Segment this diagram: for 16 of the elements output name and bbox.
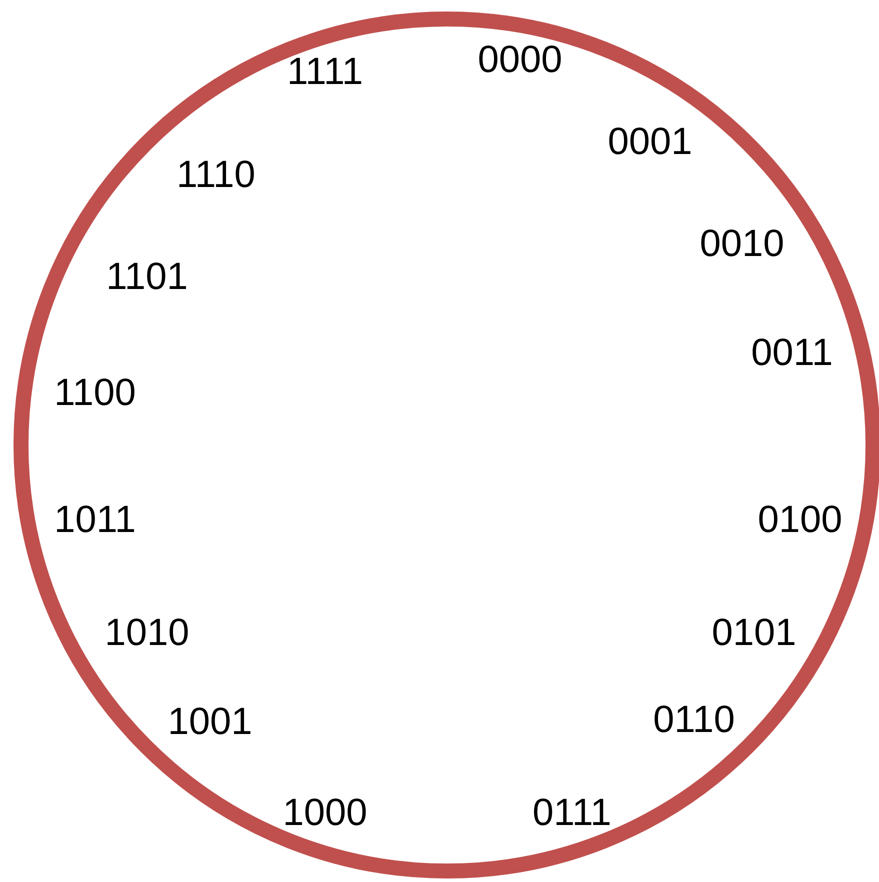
binary-code-label: 0111 — [532, 794, 612, 832]
binary-code-label: 1101 — [106, 258, 188, 296]
binary-code-label: 1010 — [104, 614, 190, 652]
binary-code-label: 1011 — [54, 501, 136, 539]
binary-code-label: 1001 — [168, 703, 252, 741]
binary-code-label: 1000 — [282, 794, 368, 832]
binary-code-label: 1111 — [286, 53, 364, 91]
binary-code-label: 0101 — [712, 614, 796, 652]
binary-code-label: 0100 — [758, 501, 842, 539]
binary-code-label: 1110 — [176, 156, 256, 194]
binary-code-label: 0110 — [653, 701, 735, 739]
binary-code-label: 0011 — [751, 334, 833, 372]
binary-code-label: 0010 — [700, 225, 784, 263]
binary-code-label: 0000 — [478, 41, 562, 79]
binary-code-label: 1100 — [54, 374, 136, 412]
binary-code-label: 0001 — [608, 123, 692, 161]
